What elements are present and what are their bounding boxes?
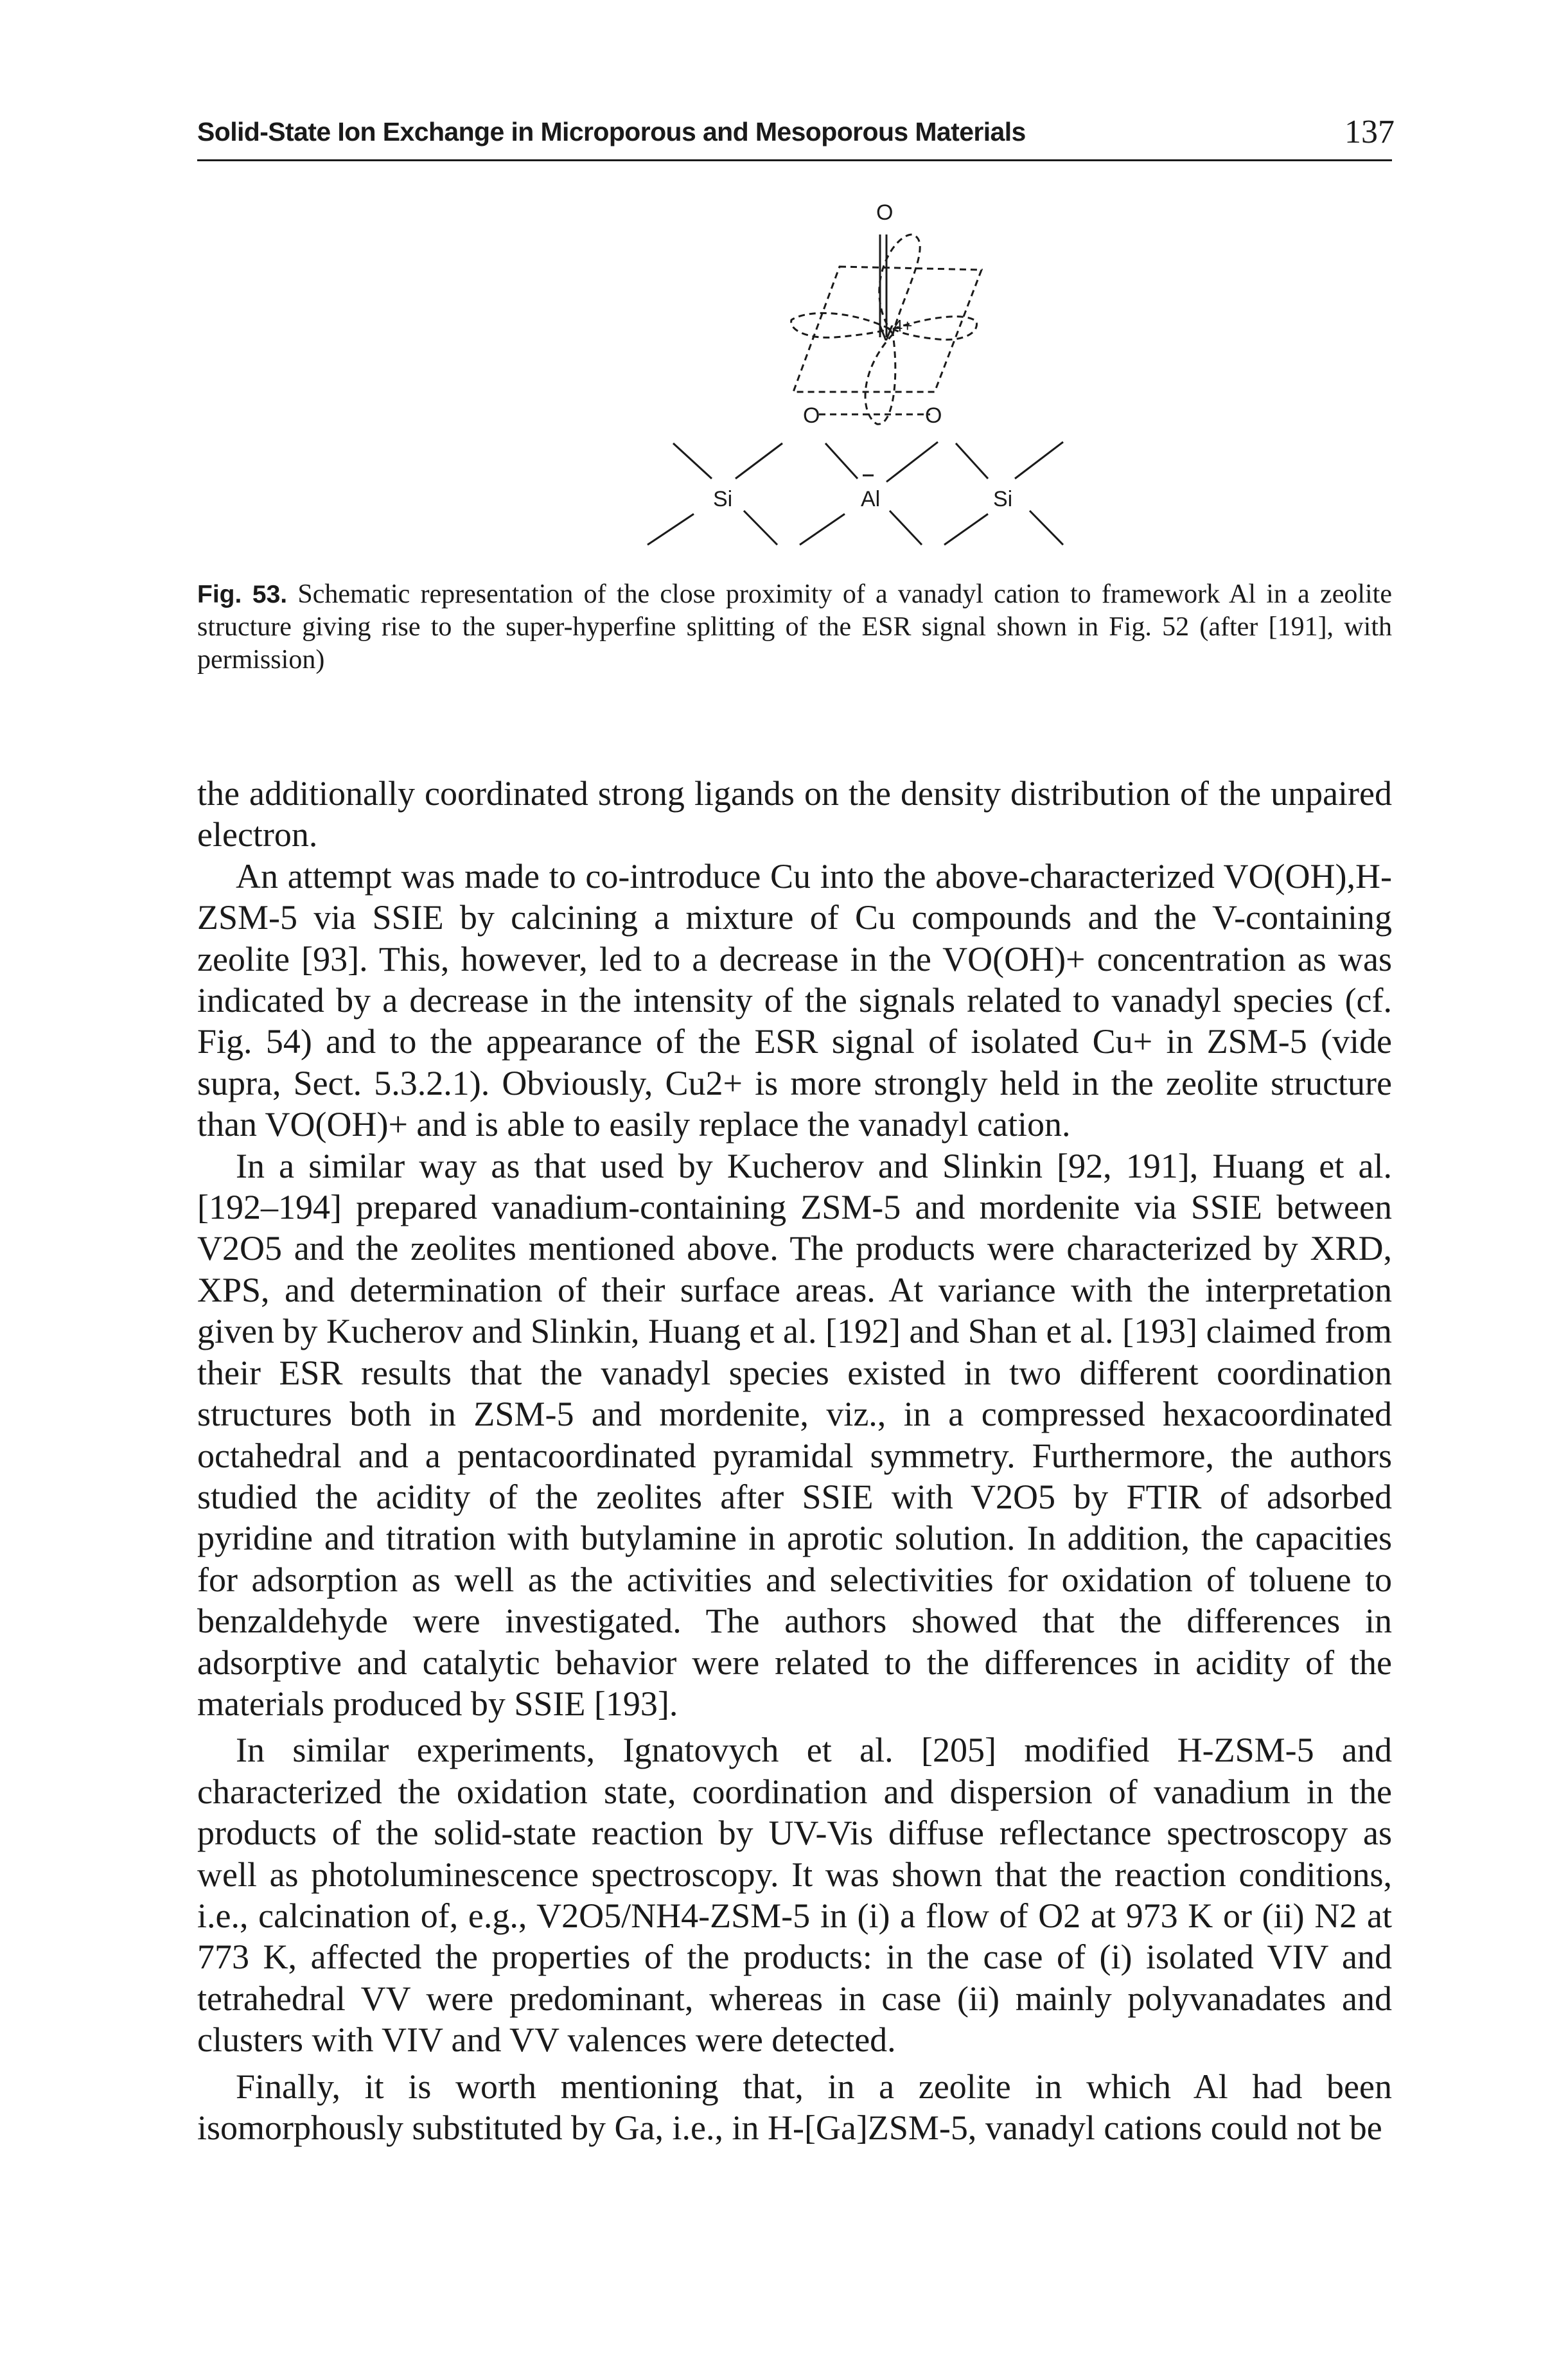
si-right-bond-ur — [1014, 441, 1064, 480]
d-orbital-lobe-right — [892, 315, 978, 341]
si-left-bond-lr — [743, 509, 779, 546]
figure-caption-text: Schematic representation of the close pr… — [197, 579, 1392, 675]
figure-caption: Fig. 53. Schematic representation of the… — [197, 578, 1392, 676]
d-orbital-lobe-left — [790, 312, 890, 339]
atom-label-oxygen-left: O — [803, 403, 820, 428]
atom-label-oxygen-top: O — [876, 200, 893, 225]
d-orbital-lobe-lower — [864, 333, 897, 425]
vanadyl-schematic-diagram: O V4+ O O Si Al Si — [647, 200, 1064, 546]
atom-label-vanadium: V4+ — [879, 316, 912, 346]
al-bond-ur — [886, 441, 938, 483]
si-right-bond-ul — [955, 442, 989, 480]
figure-vanadyl-zeolite: O V4+ O O Si Al Si — [450, 180, 1156, 578]
body-paragraph: In a similar way as that used by Kuchero… — [197, 1146, 1392, 1723]
atom-label-oxygen-right: O — [925, 403, 942, 428]
body-paragraph: In similar experiments, Ignatovych et al… — [197, 1731, 1392, 2060]
header-rule — [197, 159, 1392, 161]
si-left-bond-ll — [647, 513, 694, 546]
page-number: 137 — [1344, 114, 1395, 150]
d-orbital-lobe-upper — [878, 233, 921, 335]
si-left-bond-ul — [672, 442, 713, 480]
figure-caption-label: Fig. 53. — [197, 581, 288, 608]
si-right-bond-lr — [1028, 509, 1064, 546]
atom-label-aluminium: Al — [861, 487, 880, 511]
atom-label-silicon-left: Si — [713, 487, 732, 511]
si-left-bond-ur — [735, 442, 783, 480]
si-right-bond-ll — [944, 513, 989, 546]
al-bond-ll — [799, 513, 845, 546]
al-bond-lr — [888, 509, 923, 546]
running-title: Solid-State Ion Exchange in Microporous … — [197, 117, 1026, 146]
body-paragraph: Finally, it is worth mentioning that, in… — [197, 2067, 1392, 2147]
body-text: the additionally coordinated strong liga… — [197, 773, 1392, 2148]
atom-label-silicon-right: Si — [993, 487, 1012, 511]
body-paragraph: the additionally coordinated strong liga… — [197, 774, 1392, 854]
body-paragraph: An attempt was made to co-introduce Cu i… — [197, 856, 1392, 1144]
al-bond-ul — [824, 442, 859, 480]
